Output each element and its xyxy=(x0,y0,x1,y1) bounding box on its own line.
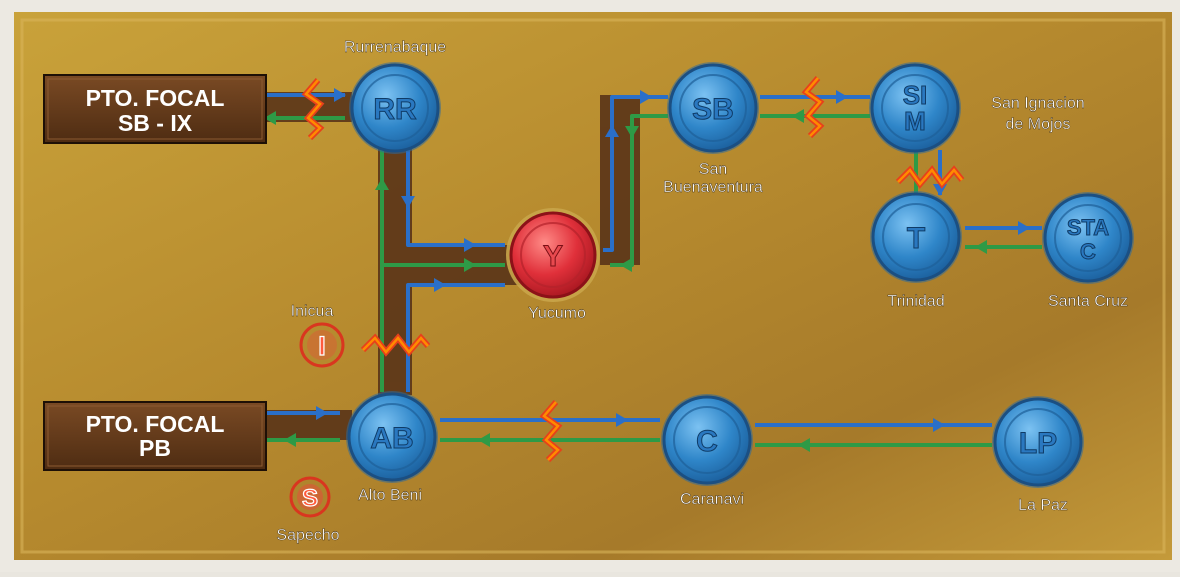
node-name-line1: San xyxy=(699,161,727,178)
node-sb[interactable]: SB San Buenaventura xyxy=(663,62,763,196)
node-abbr-line2: C xyxy=(1080,239,1096,264)
node-abbr: RR xyxy=(373,93,417,126)
focal-line2: PB xyxy=(139,435,171,461)
node-abbr: SB xyxy=(692,93,734,126)
arrowheads xyxy=(264,88,1030,452)
focal-line2: SB - IX xyxy=(118,110,193,136)
node-abbr-line1: STA xyxy=(1067,215,1109,240)
node-name: La Paz xyxy=(1018,497,1068,514)
node-stac[interactable]: STA C Santa Cruz xyxy=(1042,192,1134,310)
map-frame xyxy=(20,18,1166,554)
node-lp[interactable]: LP La Paz xyxy=(992,396,1084,514)
node-name: Trinidad xyxy=(887,293,944,310)
focal-box xyxy=(43,401,267,471)
node-sim[interactable]: SI M San Ignacion de Mojos xyxy=(869,62,1085,154)
node-name-line1: San Ignacion xyxy=(991,95,1084,112)
break-rr-focal xyxy=(301,78,325,141)
node-c[interactable]: C Caranavi xyxy=(661,394,753,508)
focal-box xyxy=(43,74,267,144)
node-ab[interactable]: AB Alto Beni xyxy=(346,391,438,504)
marker-name: Sapecho xyxy=(276,527,339,544)
node-abbr: Y xyxy=(543,240,563,273)
marker-letter: S xyxy=(302,485,318,512)
node-abbr: C xyxy=(696,425,718,458)
node-name: Rurrenabaque xyxy=(344,39,446,56)
focal-box-inner xyxy=(47,78,263,140)
focal-point-sbix[interactable]: PTO. FOCAL SB - IX xyxy=(43,74,267,144)
node-name: Yucumo xyxy=(528,305,586,322)
node-name: Alto Beni xyxy=(358,487,422,504)
node-y[interactable]: Y Yucumo xyxy=(506,208,600,322)
marker-name: Inicua xyxy=(291,303,334,320)
node-abbr: LP xyxy=(1019,427,1057,460)
break-sim-t xyxy=(895,165,965,189)
node-t[interactable]: T Trinidad xyxy=(870,191,962,310)
break-ab-yucumo xyxy=(360,333,431,357)
node-abbr: AB xyxy=(370,422,413,455)
break-symbols xyxy=(301,76,965,463)
break-ab-c xyxy=(539,400,563,463)
focal-line1: PTO. FOCAL xyxy=(86,85,225,111)
focal-box-inner xyxy=(47,405,263,467)
node-name: Caranavi xyxy=(680,491,744,508)
focal-point-pb[interactable]: PTO. FOCAL PB xyxy=(43,401,267,471)
node-name-line2: de Mojos xyxy=(1006,116,1071,133)
marker-inicua[interactable]: Inicua I xyxy=(290,303,345,368)
node-abbr-line1: SI xyxy=(903,80,928,110)
focal-line1: PTO. FOCAL xyxy=(86,411,225,437)
marker-letter: I xyxy=(318,331,326,361)
marker-sapecho[interactable]: S Sapecho xyxy=(276,476,340,544)
node-abbr-line2: M xyxy=(904,106,926,136)
break-sb-sim xyxy=(801,76,825,139)
node-name-line2: Buenaventura xyxy=(663,179,763,196)
node-abbr: T xyxy=(907,222,925,255)
node-rr[interactable]: RR Rurrenabaque xyxy=(344,39,446,154)
node-name: Santa Cruz xyxy=(1048,293,1128,310)
